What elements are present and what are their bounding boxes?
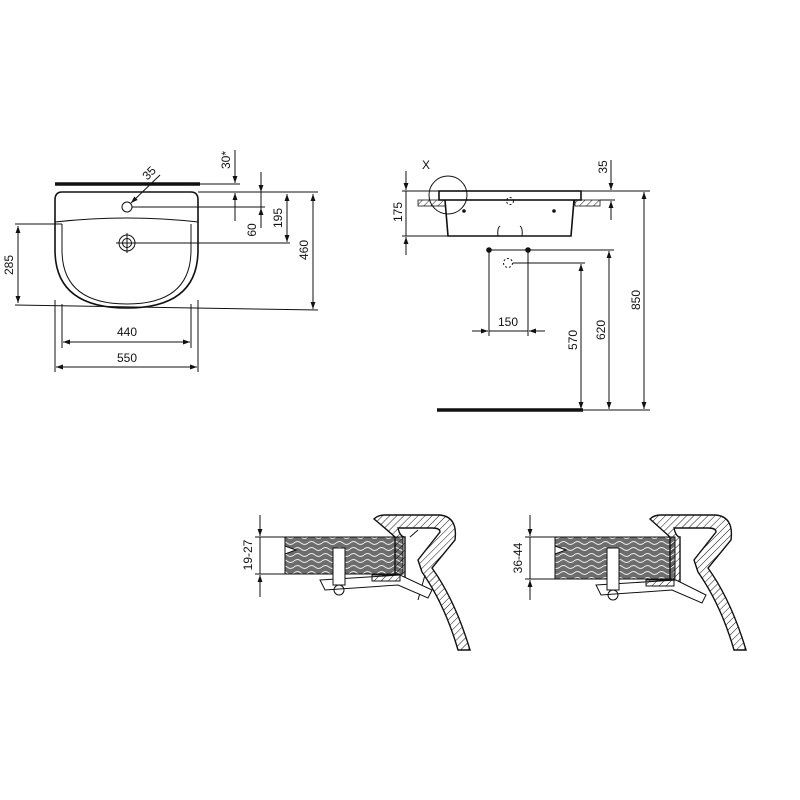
detail-label: X	[422, 158, 430, 172]
detail-thick-countertop: 36-44	[511, 514, 747, 651]
side-view: X 175 35 150 570 620 850	[391, 158, 650, 412]
basin-section	[648, 514, 747, 651]
waste-position	[503, 258, 513, 268]
basin-rim	[438, 190, 582, 201]
dim-depth: 460	[297, 240, 311, 260]
fixing-screw	[332, 547, 346, 586]
basin-body	[444, 199, 575, 237]
fixing-screw	[606, 547, 620, 591]
dim-width: 550	[117, 351, 137, 365]
bowl-outline	[61, 224, 192, 305]
detail-circle	[428, 175, 468, 215]
dim-height: 175	[391, 202, 405, 222]
dim-bolt-spacing: 150	[498, 315, 518, 329]
dim-tap-hole: 35	[139, 163, 159, 183]
dim-wall-to-waste: 195	[271, 208, 285, 228]
detail-thin-countertop: 19-27	[241, 514, 471, 651]
countertop-right	[574, 199, 601, 207]
dim-bowl-depth: 285	[2, 255, 16, 275]
dim-rim-height: 850	[629, 290, 643, 310]
dim-rim: 35	[596, 160, 610, 174]
dim-waste-height: 570	[566, 330, 580, 350]
basin-outline	[54, 191, 199, 309]
dim-angle-offset: 30*	[219, 151, 233, 169]
dim-bolt-height: 620	[594, 320, 608, 340]
back-ledge	[54, 217, 199, 223]
dim-tap-to-waste: 60	[245, 223, 259, 237]
top-view: 285 440 550 460 195 60 30* 35	[2, 150, 319, 372]
basin-section	[372, 514, 471, 651]
dim-thickness-thick: 36-44	[511, 542, 525, 573]
fixing-bracket	[595, 579, 707, 604]
dim-thickness-thin: 19-27	[241, 539, 255, 570]
tap-hole	[121, 201, 133, 213]
dim-bowl-width: 440	[117, 325, 137, 339]
